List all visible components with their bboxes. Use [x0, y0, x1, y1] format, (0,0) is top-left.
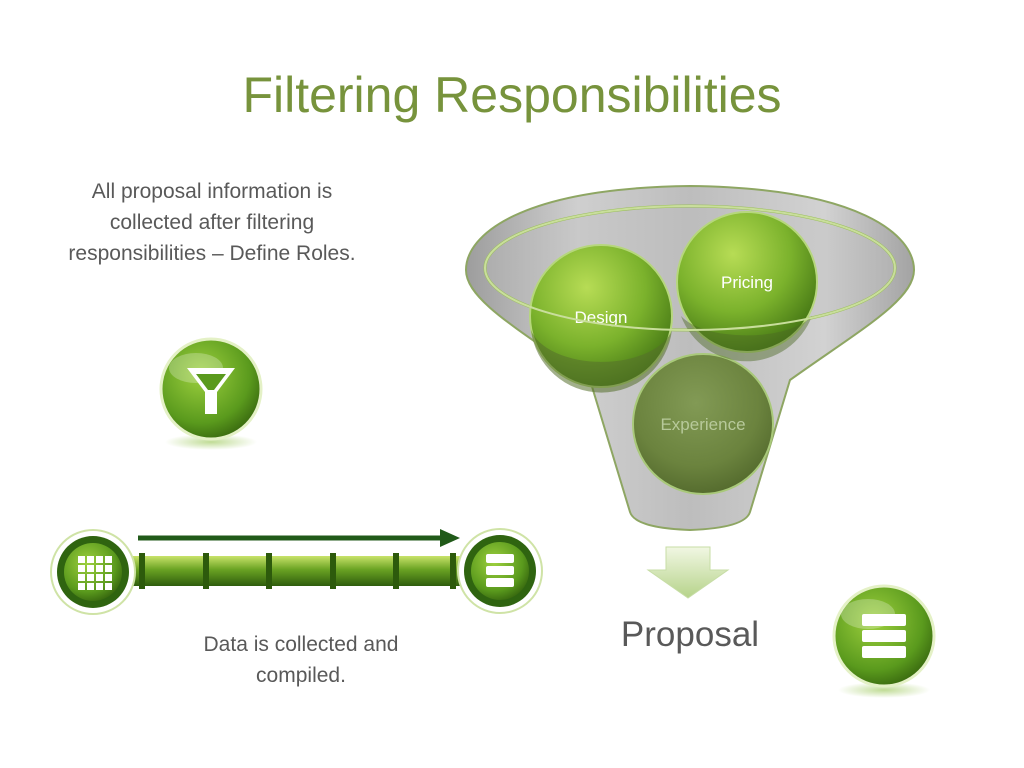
ball-pricing: Pricing: [676, 211, 818, 362]
ball-label-experience: Experience: [660, 415, 745, 434]
proposal-label: Proposal: [620, 615, 760, 654]
data-description: Data is collected and compiled.: [203, 633, 399, 687]
list-icon: [457, 528, 543, 614]
ball-experience: Experience: [632, 353, 774, 495]
filter-icon: [159, 337, 263, 450]
ball-design: Design: [529, 244, 673, 393]
down-arrow: [646, 546, 730, 599]
ball-label-pricing: Pricing: [721, 273, 773, 292]
funnel-rim: [484, 205, 896, 331]
grid-icon: [50, 529, 136, 615]
list-icon-large: [832, 584, 936, 698]
filter-description: All proposal information is collected af…: [68, 180, 356, 265]
pipeline: [110, 529, 484, 589]
slide-title: Filtering Responsibilities: [242, 67, 782, 123]
